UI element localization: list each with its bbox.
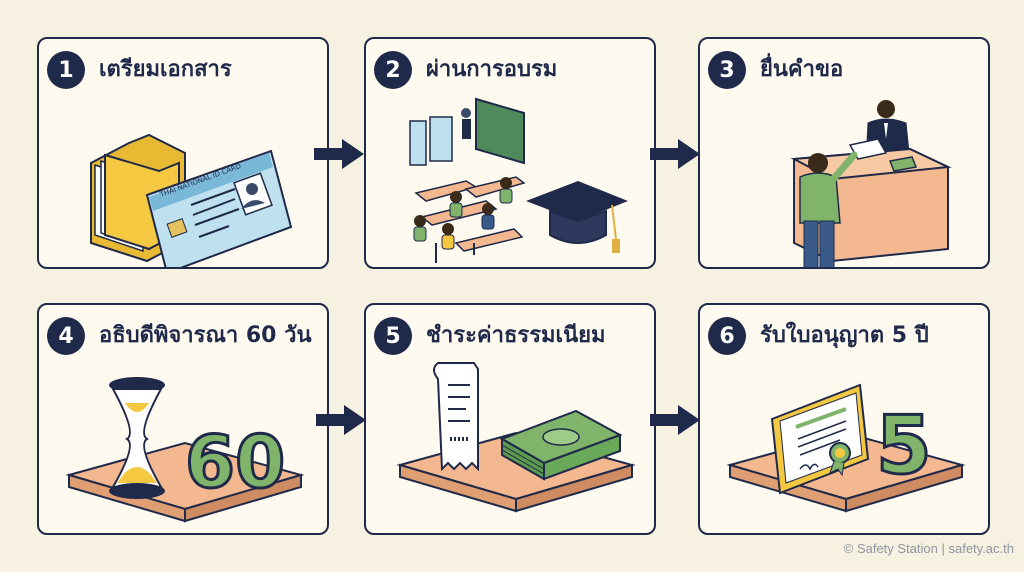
step-title-1: เตรียมเอกสาร — [99, 53, 321, 87]
step-number-3: 3 — [708, 51, 746, 89]
step-title-5: ชำระค่าธรรมเนียม — [426, 319, 648, 353]
step-title-2: ผ่านการอบรม — [426, 53, 648, 87]
step-6-big-number: 5 — [876, 399, 932, 492]
step-number-4: 4 — [47, 317, 85, 355]
copyright-footer: © Safety Station | safety.ac.th — [844, 541, 1014, 556]
receipt-icon — [434, 363, 478, 469]
step-title-3: ยื่นคำขอ — [760, 53, 982, 87]
arrow-right-icon — [312, 137, 366, 171]
graduation-cap-icon — [526, 181, 628, 253]
step-card-2: 2 ผ่านการอบรม — [364, 37, 656, 269]
step-2-illustration — [366, 93, 658, 267]
hourglass-icon — [109, 377, 165, 499]
officer-desk-icon — [794, 100, 948, 267]
step-number-2: 2 — [374, 51, 412, 89]
step-title-4: อธิบดีพิจารณา 60 วัน — [99, 319, 321, 353]
step-card-4: 4 อธิบดีพิจารณา 60 วัน 60 — [37, 303, 329, 535]
arrow-right-icon — [648, 403, 702, 437]
step-number-1: 1 — [47, 51, 85, 89]
arrow-right-icon — [314, 403, 368, 437]
step-6-illustration: 5 — [700, 359, 992, 533]
step-card-5: 5 ชำระค่าธรรมเนียม — [364, 303, 656, 535]
step-5-illustration — [366, 359, 658, 533]
step-card-6: 6 รับใบอนุญาต 5 ปี 5 — [698, 303, 990, 535]
step-4-illustration: 60 — [39, 359, 331, 533]
step-4-big-number: 60 — [185, 420, 285, 504]
step-card-3: 3 ยื่นคำขอ — [698, 37, 990, 269]
step-3-illustration — [700, 93, 992, 267]
classroom-icon — [410, 99, 524, 263]
step-title-6: รับใบอนุญาต 5 ปี — [760, 319, 982, 353]
arrow-right-icon — [648, 137, 702, 171]
step-card-1: 1 เตรียมเอกสาร THAI NATIONAL ID CARD — [37, 37, 329, 269]
step-number-5: 5 — [374, 317, 412, 355]
step-1-illustration: THAI NATIONAL ID CARD — [39, 93, 331, 267]
step-number-6: 6 — [708, 317, 746, 355]
